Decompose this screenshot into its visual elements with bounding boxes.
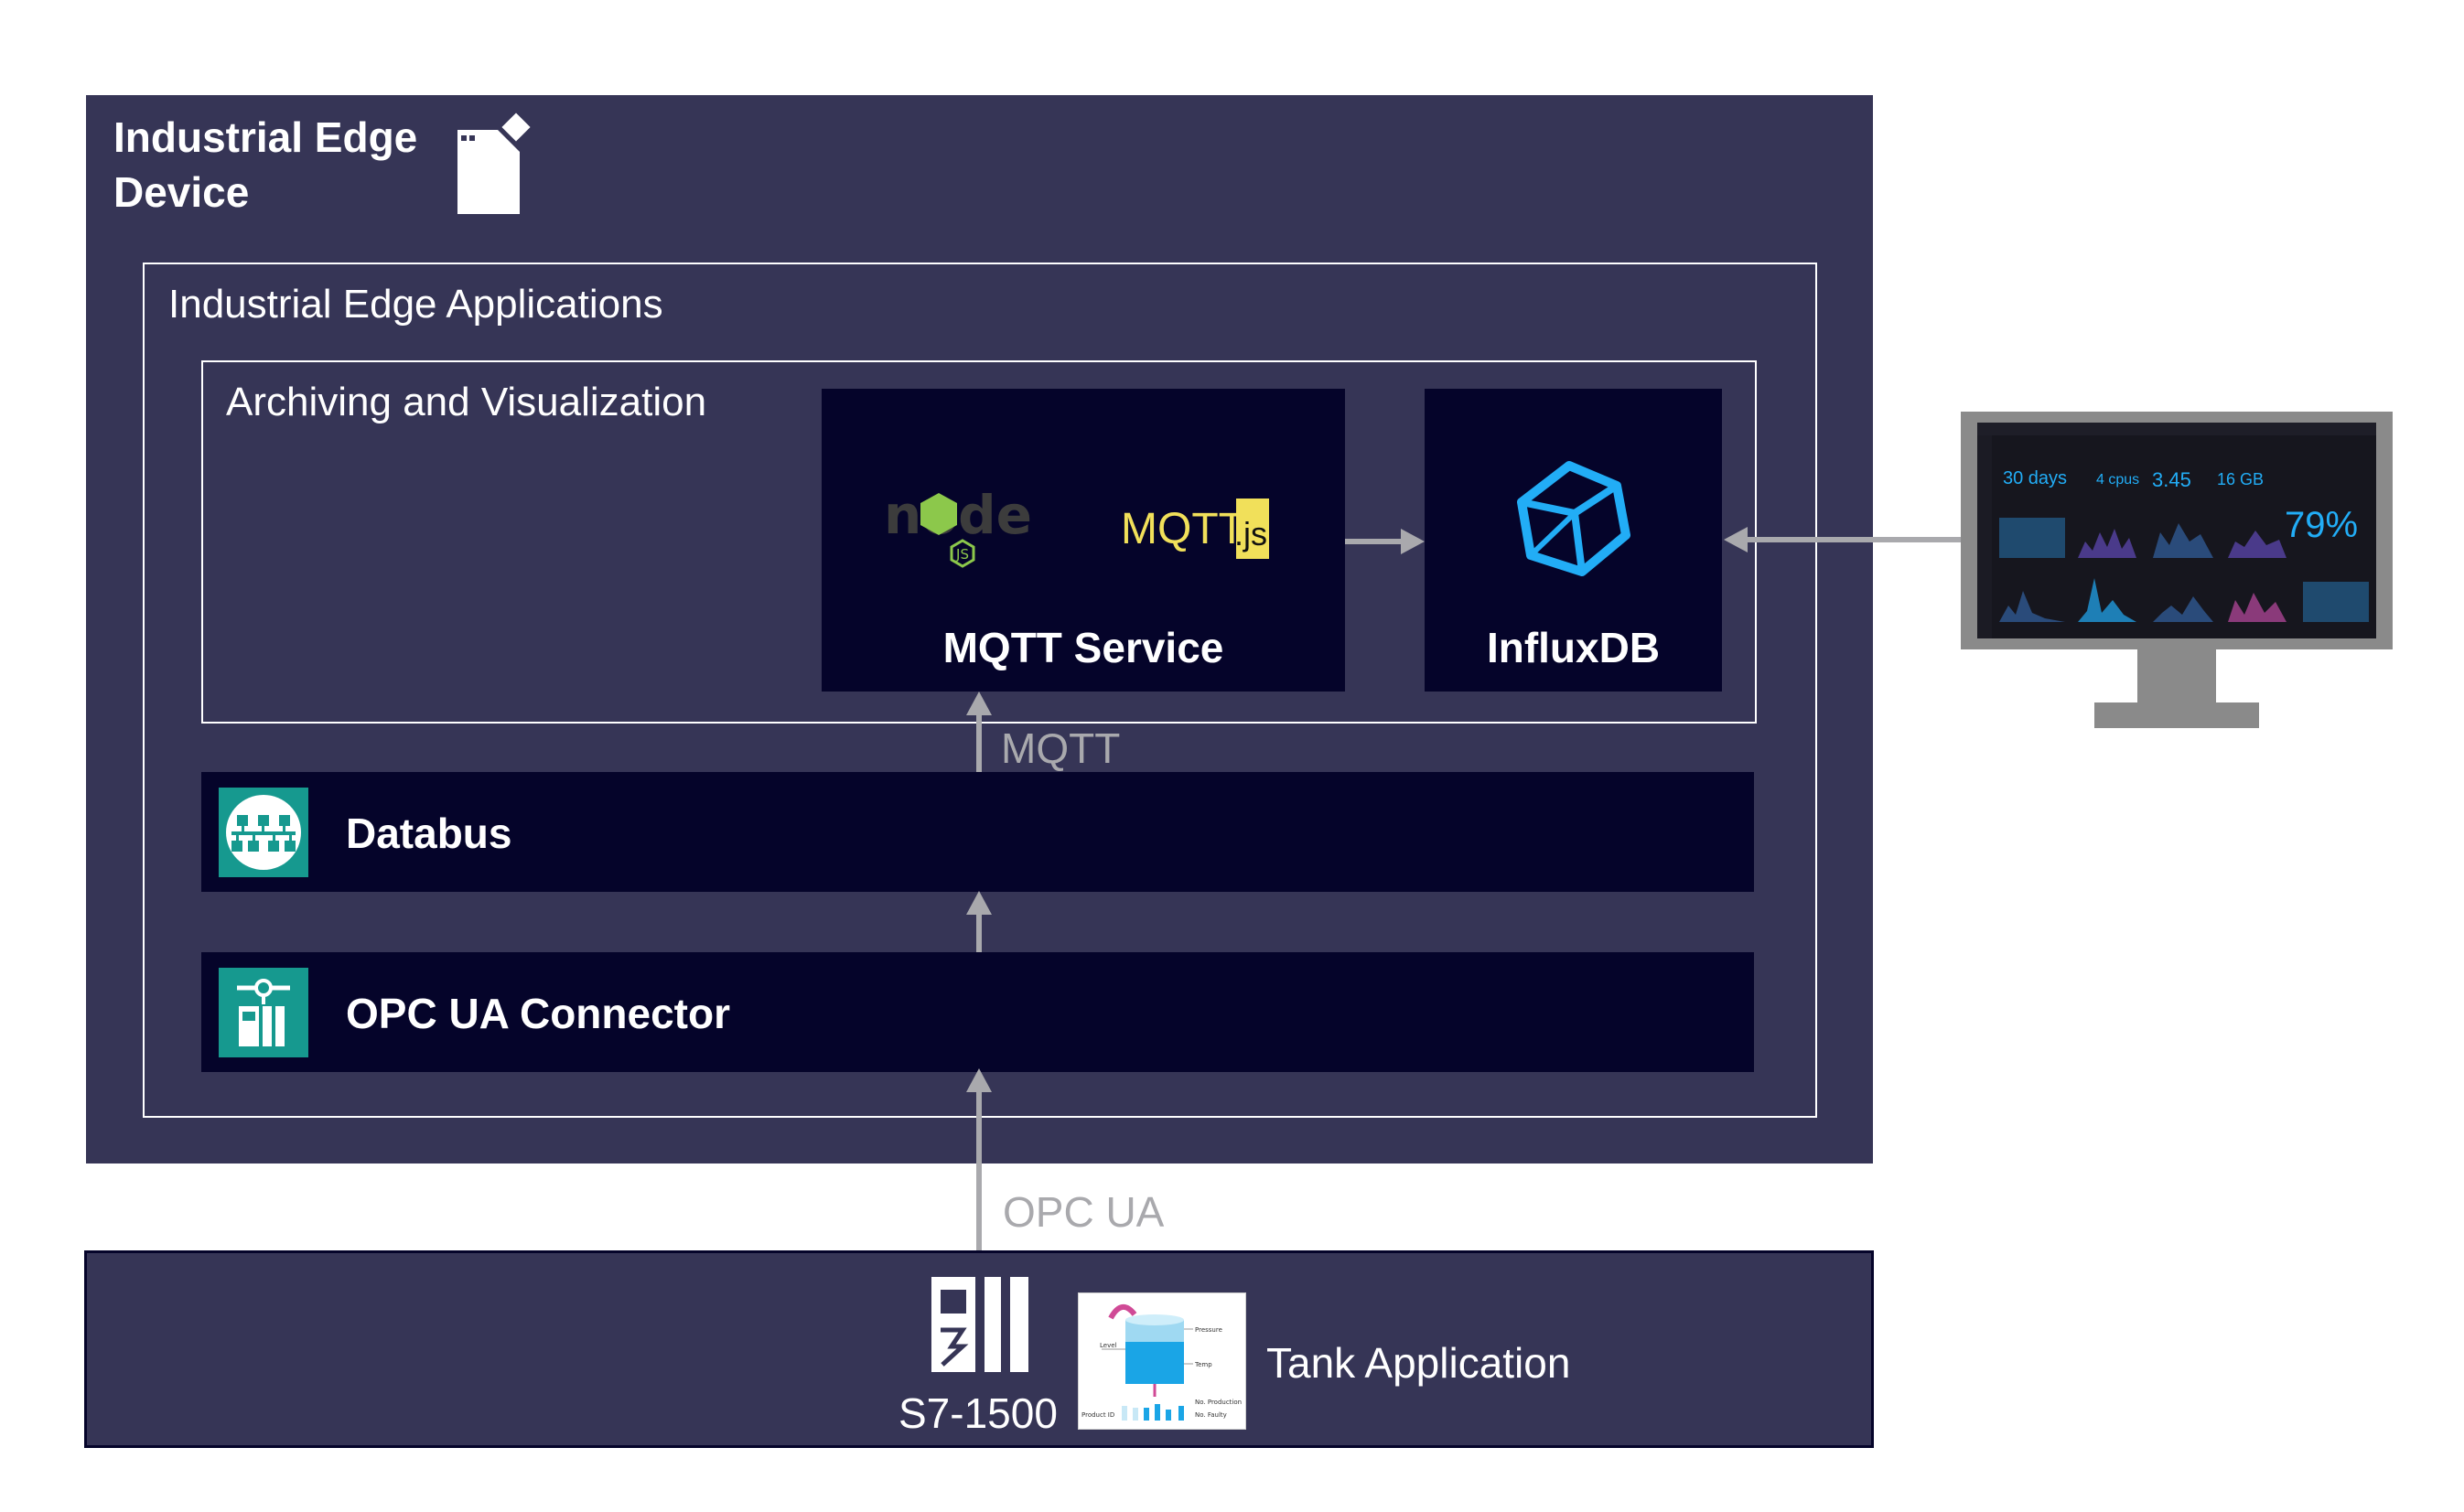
mqtt-service-label: MQTT Service	[942, 624, 1224, 671]
nodejs-logo-icon: node JS	[884, 484, 1032, 568]
dashboard-gauge-value: 79%	[2285, 505, 2359, 545]
databus-bar[interactable]: Databus	[201, 772, 1754, 892]
dashboard-stat-memory: 16 GB	[2217, 470, 2265, 488]
nodejs-badge-text: JS	[955, 546, 969, 563]
network-hub-icon	[219, 788, 308, 877]
edge-applications-title: Industrial Edge Applications	[168, 282, 663, 327]
tank-no-production-text: No. Production	[1195, 1399, 1242, 1406]
mqtt-protocol-label: MQTT	[1001, 724, 1121, 772]
mqttjs-logo: MQTT .js	[1119, 499, 1271, 559]
tank-no-faulty-text: No. Faulty	[1195, 1411, 1227, 1419]
monitor-neck	[2137, 649, 2216, 706]
mqttjs-logo-badge: .js	[1234, 499, 1269, 559]
dashboard-stat-uptime: 30 days	[2003, 468, 2068, 488]
mqttjs-logo-text: MQTT	[1121, 505, 1245, 553]
mqttjs-logo-suffix: .js	[1234, 515, 1267, 552]
device-title-line1: Industrial Edge	[113, 113, 418, 161]
influxdb-label: InfluxDB	[1486, 624, 1661, 671]
influxdb-cube-icon	[1517, 461, 1630, 576]
dashboard-stat-cpus: 4 cpus	[2096, 472, 2140, 488]
tank-pressure-text: Pressure	[1195, 1326, 1222, 1334]
field-level-band	[84, 1250, 1874, 1448]
nodejs-logo-text: node	[884, 484, 1032, 546]
opc-ua-protocol-label: OPC UA	[1003, 1188, 1165, 1236]
dashboard-screen: 30 days 4 cpus 3.45 16 GB 79%	[1977, 423, 2376, 638]
dashboard-stat-load: 3.45	[2152, 468, 2191, 491]
connector-icon	[219, 968, 308, 1057]
opc-ua-connector-label: OPC UA Connector	[346, 990, 730, 1037]
dashboard-topbar	[1977, 423, 2376, 435]
opc-ua-connector-bar[interactable]: OPC UA Connector	[201, 952, 1754, 1072]
influxdb-box[interactable]: InfluxDB	[1425, 389, 1722, 692]
tank-product-id-text: Product ID	[1081, 1411, 1114, 1419]
tank-temp-text: Temp	[1194, 1361, 1212, 1368]
dashboard-monitor[interactable]: 30 days 4 cpus 3.45 16 GB 79%	[1961, 412, 2393, 649]
tank-level-text: Level	[1100, 1342, 1117, 1349]
device-title-line2: Device	[113, 168, 250, 216]
plc-label: S7-1500	[898, 1389, 1058, 1437]
edge-device-icon	[457, 110, 536, 214]
mqtt-service-box[interactable]: node JS MQTT .js MQTT Service	[822, 389, 1345, 692]
databus-label: Databus	[346, 810, 512, 857]
monitor-stand-base	[2094, 702, 2259, 728]
dashboard-sidebar	[1977, 435, 1992, 638]
tank-thumbnail[interactable]: Pressure Level Temp No. Production No. F…	[1078, 1292, 1246, 1430]
tank-application-label: Tank Application	[1266, 1339, 1571, 1387]
device-title: Industrial Edge Device	[113, 110, 417, 220]
archiving-visualization-title: Archiving and Visualization	[226, 380, 707, 424]
plc-icon	[931, 1277, 1028, 1372]
dashboard-charts	[1999, 518, 2369, 622]
